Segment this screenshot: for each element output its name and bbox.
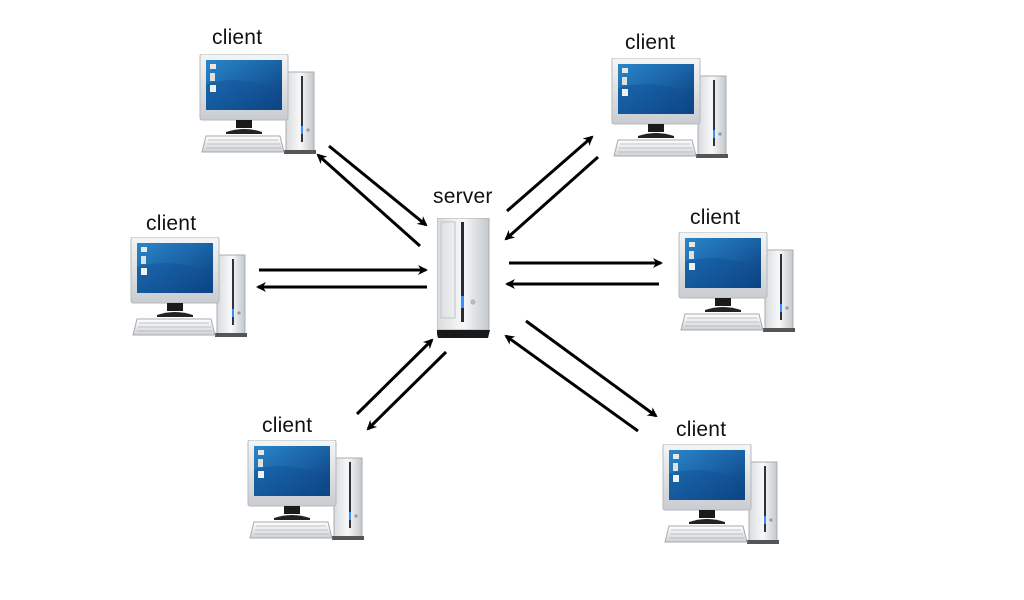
desktop-computer-icon: [662, 444, 780, 545]
arrow-to-client: [366, 350, 448, 431]
client-label: client: [690, 206, 741, 229]
desktop-computer-icon: [247, 440, 365, 541]
desktop-computer-icon: [130, 237, 248, 338]
client-label: client: [146, 212, 197, 235]
arrow-to-server: [355, 338, 434, 416]
server-label: server: [433, 185, 493, 208]
client-label: client: [212, 26, 263, 49]
desktop-computer-icon: [611, 58, 729, 159]
arrow-to-client: [506, 135, 594, 213]
desktop-computer-icon: [199, 54, 317, 155]
arrow-to-server: [504, 155, 599, 241]
arrow-to-server: [504, 334, 639, 433]
arrow-to-client: [525, 319, 658, 418]
arrow-to-server: [328, 144, 428, 227]
arrow-to-client: [316, 153, 421, 248]
client-label: client: [625, 31, 676, 54]
server-tower-icon: [437, 218, 491, 339]
desktop-computer-icon: [678, 232, 796, 333]
client-label: client: [676, 418, 727, 441]
client-label: client: [262, 414, 313, 437]
